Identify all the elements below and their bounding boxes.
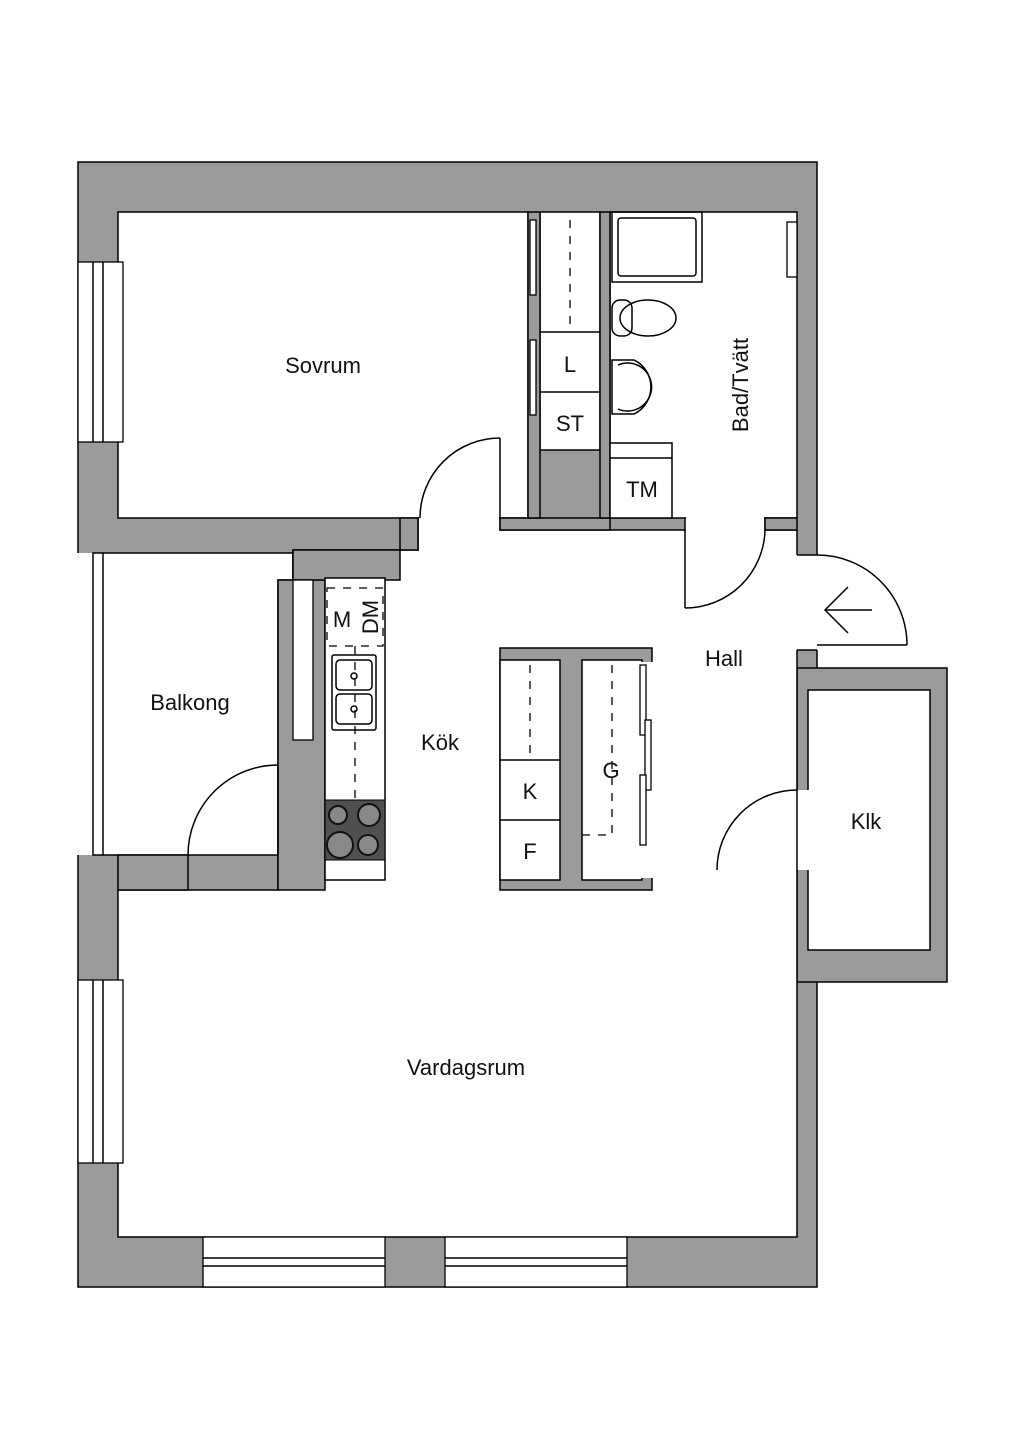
fixture-label-fridge: K — [523, 779, 538, 804]
fixture-label-freezer: F — [523, 839, 536, 864]
room-label-kok: Kök — [421, 730, 460, 755]
fixture-label-microwave: M — [333, 607, 351, 632]
room-label-balkong: Balkong — [150, 690, 230, 715]
closet-door[interactable] — [716, 789, 798, 871]
fixture-label-dishwasher: DM — [358, 600, 383, 634]
window — [77, 979, 124, 1164]
sink — [611, 359, 653, 415]
entrance-door[interactable] — [816, 554, 908, 646]
room-label-bad: Bad/Tvätt — [728, 338, 753, 432]
shower — [611, 211, 703, 283]
entrance-arrow-icon — [823, 586, 872, 634]
fridge-freezer-unit — [499, 659, 561, 881]
dryer — [609, 442, 673, 519]
kitchen-window — [292, 579, 314, 741]
balcony-door[interactable] — [187, 764, 279, 856]
stove — [324, 799, 386, 861]
fixture-label-wardrobe: G — [602, 758, 619, 783]
bathroom-door[interactable] — [684, 529, 766, 609]
room-label-vardagsrum: Vardagsrum — [407, 1055, 525, 1080]
fixture-label-storage: ST — [556, 411, 584, 436]
room-label-sovrum: Sovrum — [285, 353, 361, 378]
fixture-label-linen: L — [564, 352, 576, 377]
room-label-klk: Klk — [851, 809, 883, 834]
window — [444, 1236, 628, 1288]
bedroom-door[interactable] — [419, 437, 501, 519]
window — [77, 261, 124, 443]
bedroom — [117, 211, 529, 519]
window — [202, 1236, 386, 1288]
kitchen-sink — [331, 654, 377, 731]
room-label-hall: Hall — [705, 646, 743, 671]
fixture-label-dryer: TM — [626, 477, 658, 502]
balcony-area — [92, 552, 294, 856]
toilet — [611, 299, 677, 337]
